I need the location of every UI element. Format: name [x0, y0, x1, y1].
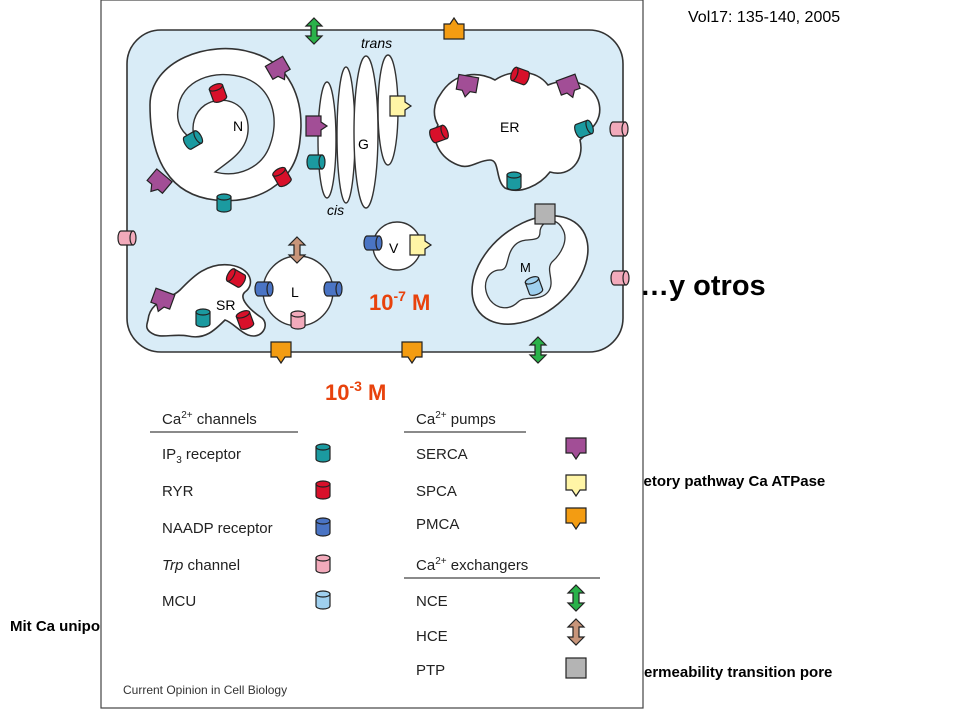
- mitochondrion: M: [471, 215, 589, 325]
- sr-label: SR: [216, 297, 235, 313]
- nucleus: N: [149, 47, 302, 202]
- extracellular-concentration: 10-3 M: [325, 378, 386, 405]
- legend-ip3-label: IP3 receptor: [162, 446, 241, 466]
- legend-naadp-icon: [315, 517, 331, 537]
- golgi-trans-label: trans: [361, 35, 392, 51]
- legend-ryr-icon: [315, 480, 331, 500]
- nucleus-label: N: [233, 118, 243, 134]
- legend-hce-label: HCE: [416, 628, 448, 645]
- legend-ryr-label: RYR: [162, 483, 194, 500]
- cytosolic-concentration: 10-7 M: [369, 288, 430, 315]
- vesicle-label: V: [389, 240, 399, 256]
- er-label: ER: [500, 119, 519, 135]
- exchangers-title: Ca2+ exchangers: [416, 556, 528, 574]
- legend-naadp-label: NAADP receptor: [162, 520, 273, 537]
- lysosome-label: L: [291, 284, 299, 300]
- others-label: …y otros: [640, 270, 766, 302]
- legend-serca-label: SERCA: [416, 446, 468, 463]
- legend-ptp-icon: [565, 657, 587, 679]
- legend-mcu-label: MCU: [162, 593, 196, 610]
- legend-channels: Ca2+ channels IP3 receptor RYR NAADP rec…: [150, 410, 331, 610]
- legend-mcu-icon: [315, 590, 331, 610]
- citation: Vol17: 135-140, 2005: [688, 9, 841, 26]
- legend-pmca-label: PMCA: [416, 516, 459, 533]
- pumps-title: Ca2+ pumps: [416, 410, 496, 428]
- legend-trp-icon: [315, 554, 331, 574]
- legend-spca-label: SPCA: [416, 483, 457, 500]
- golgi-label: G: [358, 136, 369, 152]
- legend-ptp-label: PTP: [416, 662, 445, 679]
- ptp-note: Permeability transition pore: [634, 664, 833, 681]
- legend-trp-label: Trp channel: [162, 557, 240, 574]
- mitochondrion-label: M: [520, 260, 531, 275]
- figure-source: Current Opinion in Cell Biology: [123, 683, 287, 697]
- legend-nce-label: NCE: [416, 593, 448, 610]
- spca-note: Secretory pathway Ca ATPase: [611, 473, 826, 490]
- channels-title: Ca2+ channels: [162, 410, 257, 428]
- legend-pumps: Ca2+ pumps SERCA SPCA PMCA: [404, 410, 587, 533]
- legend-ip3-icon: [315, 443, 331, 463]
- legend-exchangers: Ca2+ exchangers NCE HCE PTP: [404, 556, 600, 679]
- golgi-cis-label: cis: [327, 202, 344, 218]
